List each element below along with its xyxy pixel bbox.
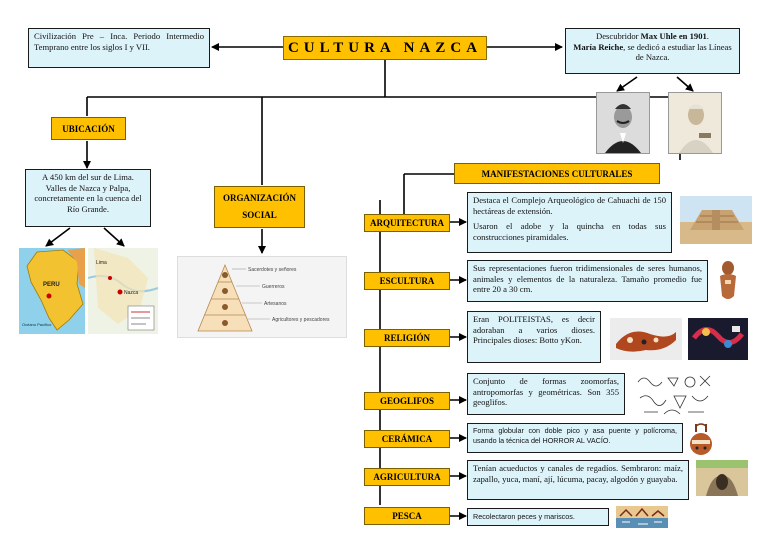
religion-text: Eran POLITEISTAS, es decir adoraban a va…: [473, 314, 595, 345]
fishing-scene-photo: [616, 506, 668, 528]
aqueduct-icon: [696, 460, 748, 496]
ubicacion-label: UBICACIÓN: [51, 117, 126, 140]
discoverer-info-box: Descubridor Max Uhle en 1901. María Reic…: [565, 28, 740, 74]
pyramid-level-2: Guerreros: [262, 284, 285, 290]
map-label-ocean: Océano Pacífico: [22, 322, 52, 327]
map-icon: Nazca Lima: [88, 248, 158, 334]
portrait-icon: [597, 93, 649, 153]
agricultura-label: AGRICULTURA: [364, 468, 450, 486]
agricultura-text-box: Tenían acueductos y canales de regadíos.…: [467, 460, 689, 500]
arquitectura-text-1: Destaca el Complejo Arqueológico de Cahu…: [473, 195, 666, 216]
geoglyph-icons: [637, 375, 711, 415]
researcher-name: María Reiche: [573, 41, 624, 52]
arquitectura-text-2: Usaron el adobe y la quincha en todas su…: [473, 221, 666, 242]
geoglifos-label: GEOGLIFOS: [364, 392, 450, 410]
social-pyramid-image: Sacerdotes y señores Guerreros Artesanos…: [177, 256, 347, 338]
agricultura-text: Tenían acueductos y canales de regadíos.…: [473, 463, 683, 484]
peru-map-image: PERU Océano Pacífico: [19, 248, 85, 334]
ubicacion-text-box: A 450 km del sur de Lima. Valles de Nazc…: [25, 169, 151, 227]
religious-vessel-photo: [610, 318, 682, 360]
discoverer-prefix: Descubridor: [596, 31, 641, 41]
vessel-icon: [610, 318, 682, 360]
discoverer-name: Max Uhle en 1901: [640, 31, 707, 41]
cahuachi-pyramid-photo: [680, 196, 752, 244]
map-label-peru: PERU: [43, 282, 60, 288]
ceramica-label: CERÁMICA: [364, 430, 450, 448]
geoglifos-text-box: Conjunto de formas zoomorfas, antropomor…: [467, 373, 625, 415]
period-info-box: Civilización Pre – Inca. Periodo Interme…: [28, 28, 210, 68]
geoglyphs-drawing: [634, 372, 714, 418]
portrait-icon: [669, 93, 721, 153]
religion-label: RELIGIÓN: [364, 329, 450, 347]
map-label-lima: Lima: [96, 260, 107, 266]
maria-reiche-portrait: [668, 92, 722, 154]
pyramid-diagram: Sacerdotes y señores Guerreros Artesanos…: [197, 263, 330, 332]
researcher-text: , se dedicó a estudiar las Líneas de Naz…: [623, 41, 732, 63]
max-uhle-portrait: [596, 92, 650, 154]
pyramid-photo-icon: [680, 196, 752, 244]
pyramid-level-4: Agricultores y pescadores: [272, 317, 330, 323]
escultura-text: Sus representaciones fueron tridimension…: [473, 263, 702, 294]
pesca-text-box: Recolectaron peces y mariscos.: [467, 508, 609, 526]
period-info-text: Civilización Pre – Inca. Periodo Interme…: [34, 31, 204, 52]
pesca-text: Recolectaron peces y mariscos.: [473, 512, 575, 521]
ceramic-icon: [690, 423, 712, 455]
ceramica-text-box: Forma globular con doble pico y asa puen…: [467, 423, 683, 453]
religious-textile-photo: [688, 318, 748, 360]
textile-icon: [688, 318, 748, 360]
organizacion-label-line2: SOCIAL: [242, 210, 277, 220]
ceramica-text: Forma globular con doble pico y asa puen…: [473, 426, 677, 445]
page-title: CULTURA NAZCA: [283, 36, 487, 60]
aqueduct-photo: [696, 460, 748, 496]
map-label-nazca: Nazca: [124, 290, 138, 296]
religion-text-box: Eran POLITEISTAS, es decir adoraban a va…: [467, 311, 601, 363]
fishing-icon: [616, 506, 668, 528]
organizacion-social-label: ORGANIZACIÓN SOCIAL: [214, 186, 305, 228]
arquitectura-label: ARQUITECTURA: [364, 214, 450, 232]
ubicacion-text: A 450 km del sur de Lima. Valles de Nazc…: [34, 172, 142, 214]
pyramid-level-1: Sacerdotes y señores: [248, 267, 297, 273]
discoverer-suffix: .: [706, 31, 709, 41]
arquitectura-text-box: Destaca el Complejo Arqueológico de Cahu…: [467, 192, 672, 253]
ceramic-vessel-photo: [688, 422, 714, 456]
sculpture-icon: [720, 261, 736, 299]
organizacion-label-line1: ORGANIZACIÓN: [222, 193, 296, 203]
manifestaciones-label: MANIFESTACIONES CULTURALES: [454, 163, 660, 184]
geoglifos-text: Conjunto de formas zoomorfas, antropomor…: [473, 376, 619, 407]
escultura-text-box: Sus representaciones fueron tridimension…: [467, 260, 708, 302]
escultura-label: ESCULTURA: [364, 272, 450, 290]
nazca-region-map-image: Nazca Lima: [88, 248, 158, 334]
pesca-label: PESCA: [364, 507, 450, 525]
map-icon: PERU Océano Pacífico: [19, 248, 85, 334]
pyramid-level-3: Artesanos: [264, 301, 287, 307]
sculpture-photo: [716, 260, 740, 302]
